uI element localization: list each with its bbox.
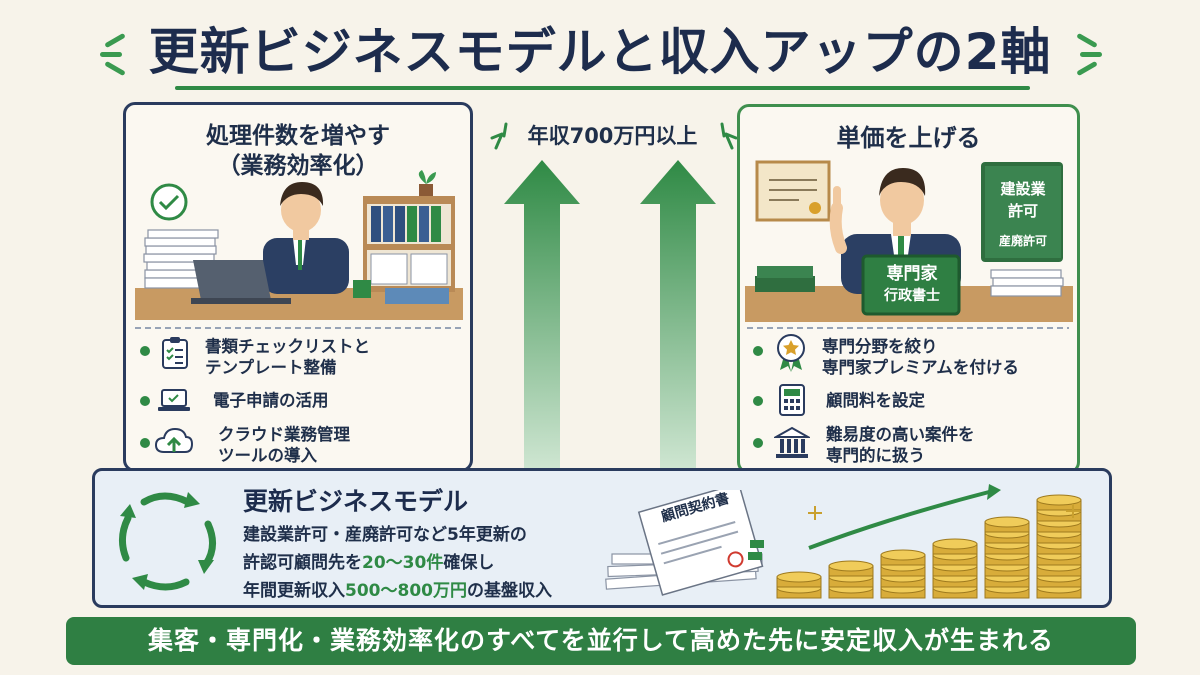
efficiency-item-cloud-line1: クラウド業務管理 — [218, 425, 350, 444]
efficiency-item-checklist-line1: 書類チェックリストと — [205, 337, 370, 356]
sparkle-icon — [490, 122, 508, 150]
coin-stacks-illustration — [776, 484, 1082, 599]
clipboard-checklist-icon — [162, 337, 188, 369]
contract-documents-illustration — [605, 490, 764, 596]
sparkle-icon — [100, 52, 122, 57]
cycle-arrows-icon — [119, 492, 216, 591]
panel-divider — [135, 327, 461, 329]
page-title: 更新ビジネスモデルと収入アップの2軸 — [148, 23, 1052, 81]
book-title-line1: 建設業 — [1000, 180, 1046, 198]
client-count-highlight: 20〜30件 — [362, 553, 444, 573]
renewal-model-line3: 年間更新収入500〜800万円の基盤収入 — [243, 581, 552, 601]
renewal-model-line2: 許認可顧問先を20〜30件確保し — [243, 553, 495, 573]
expert-sign-line2: 行政書士 — [884, 288, 940, 304]
income-range-highlight: 500〜800万円 — [345, 581, 467, 601]
bullet-dot — [753, 438, 763, 448]
efficiency-item-cloud-line2: ツールの導入 — [218, 446, 317, 465]
price-item-specialize-line1: 専門分野を絞り — [822, 337, 938, 356]
title-underline — [175, 86, 1030, 90]
book-title-line3: 産廃許可 — [998, 234, 1047, 248]
renewal-model-line1: 建設業許可・産廃許可など5年更新の — [243, 525, 527, 545]
efficiency-item-checklist-line2: テンプレート整備 — [205, 358, 337, 377]
bullet-dot — [753, 396, 763, 406]
bank-building-icon — [774, 426, 810, 458]
price-item-difficult-cases-line2: 専門的に扱う — [826, 446, 925, 465]
price-item-specialize-line2: 専門家プレミアムを付ける — [822, 358, 1019, 377]
price-item-difficult-cases-line1: 難易度の高い案件を — [826, 425, 975, 444]
bullet-dot — [753, 346, 763, 356]
efficiency-panel-subtitle: （業務効率化） — [217, 153, 379, 179]
bullet-dot — [140, 396, 150, 406]
renewal-model-title: 更新ビジネスモデル — [243, 487, 469, 516]
price-item-retainer-fee: 顧問料を設定 — [826, 391, 925, 410]
panel-divider — [747, 327, 1069, 329]
coin-top — [776, 571, 822, 583]
award-badge-icon — [777, 334, 805, 372]
footer-banner: 集客・専門化・業務効率化のすべてを並行して高めた先に安定収入が生まれる — [66, 617, 1136, 665]
cloud-upload-icon — [155, 427, 193, 453]
bullet-dot — [140, 346, 150, 356]
growth-arrows — [504, 160, 716, 470]
efficiency-item-e-application: 電子申請の活用 — [213, 391, 329, 410]
coin-top — [880, 549, 926, 561]
sparkle-icon — [1080, 52, 1102, 57]
unit-price-panel-title: 単価を上げる — [836, 124, 981, 152]
coin-top — [1036, 494, 1082, 506]
coin-top — [932, 538, 978, 550]
expert-sign-line1: 専門家 — [886, 264, 938, 284]
book-title-line2: 許可 — [1007, 202, 1038, 220]
efficiency-panel-title: 処理件数を増やす — [206, 123, 390, 149]
bullet-dot — [140, 438, 150, 448]
calculator-icon — [779, 384, 805, 416]
expert-advisor-illustration — [745, 160, 1073, 322]
income-target-label: 年収700万円以上 — [527, 124, 698, 148]
coin-top — [828, 560, 874, 572]
coin-top — [984, 516, 1030, 528]
laptop-check-icon — [158, 389, 190, 411]
sparkle-icon — [720, 122, 738, 150]
office-worker-laptop-illustration — [135, 170, 463, 320]
